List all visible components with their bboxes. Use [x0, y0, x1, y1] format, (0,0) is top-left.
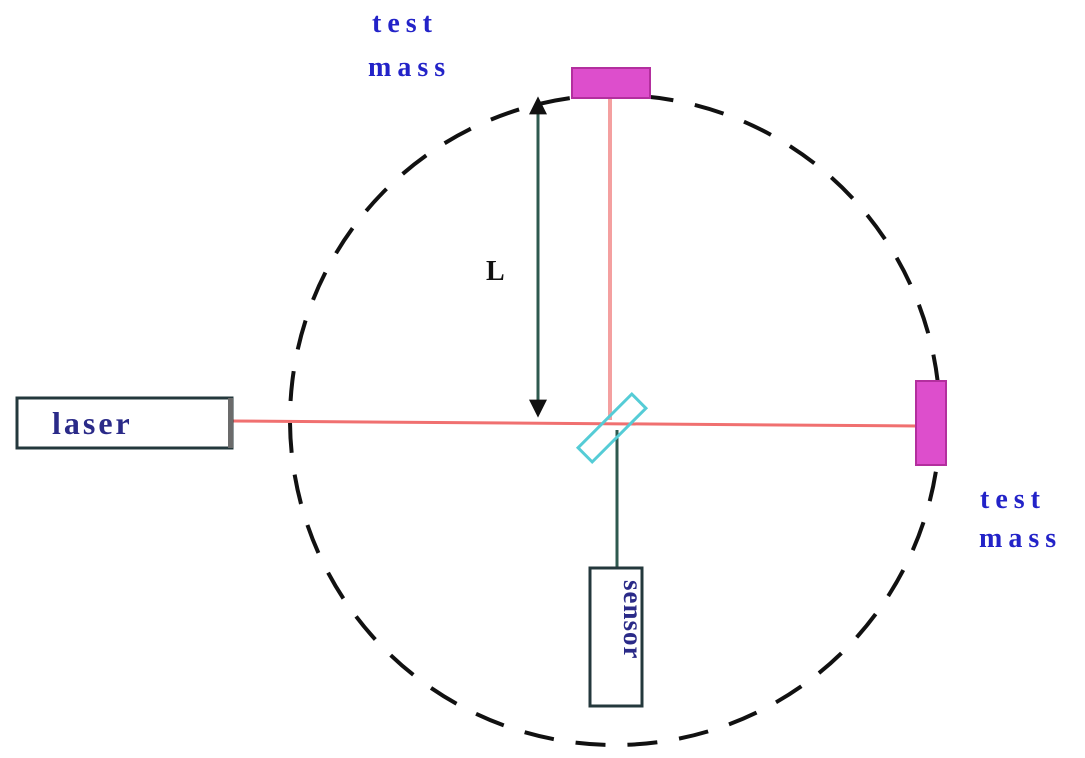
sensor-label: sensor [618, 580, 648, 660]
sensor-box [588, 566, 644, 708]
length-label: L [486, 256, 505, 287]
right-test-mass [915, 380, 947, 466]
beamsplitter-icon [575, 391, 649, 465]
right-test-mass-label-line2: mass [979, 523, 1062, 554]
top-test-mass [571, 67, 651, 99]
laser-label: laser [52, 405, 133, 441]
laser-box-shadow [228, 398, 233, 448]
top-test-mass-label-line1: test [372, 8, 438, 39]
horizontal-beam [231, 419, 919, 428]
top-test-mass-label-line2: mass [368, 52, 451, 83]
right-test-mass-label-line1: test [980, 484, 1046, 515]
